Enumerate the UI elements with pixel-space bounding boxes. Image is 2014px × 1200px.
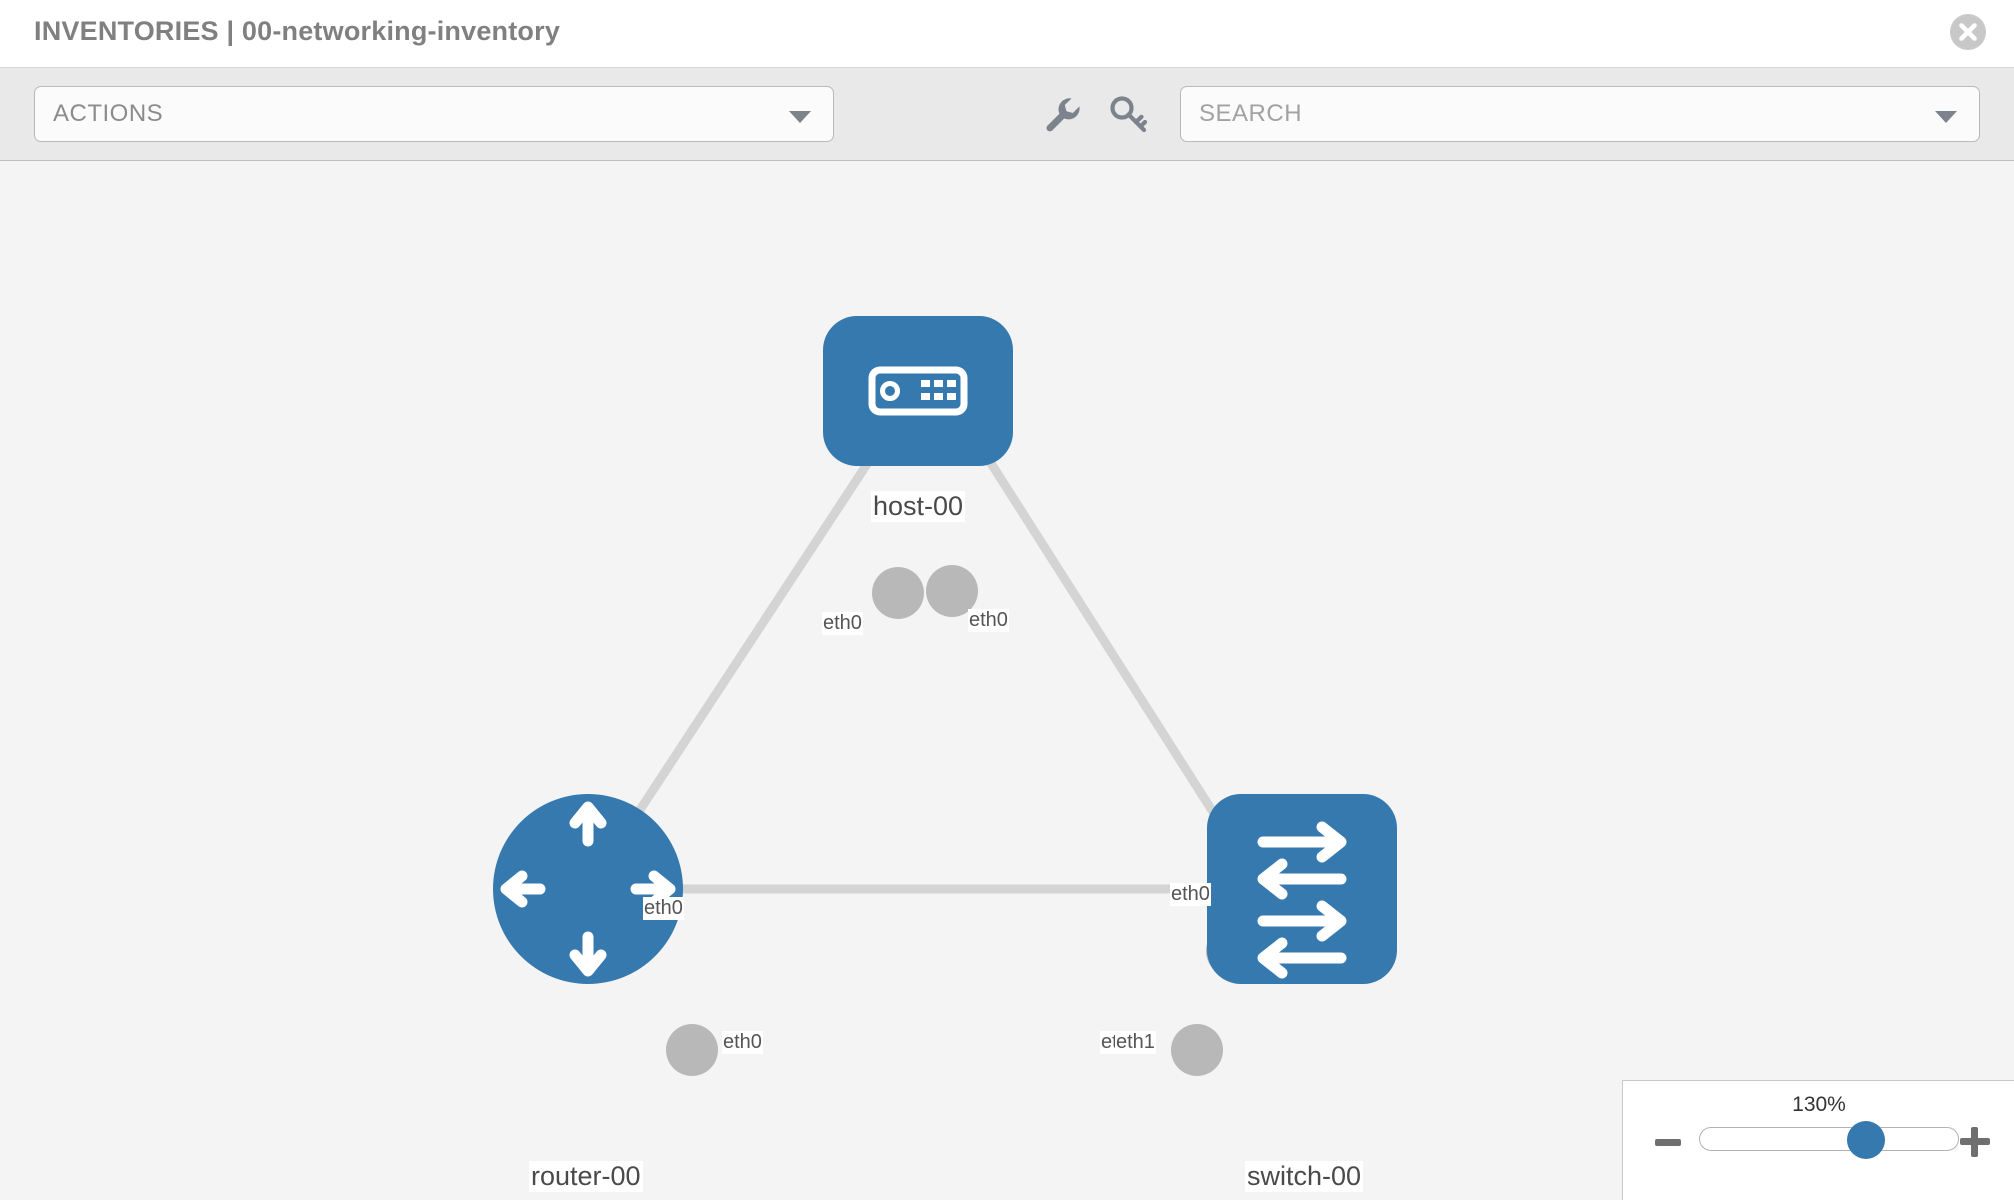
wrench-icon bbox=[1046, 98, 1080, 132]
toolbar: ACTIONS SEARCH bbox=[0, 68, 2014, 161]
connector-host-right[interactable] bbox=[926, 565, 978, 617]
node-router-00[interactable] bbox=[493, 794, 683, 984]
server-icon bbox=[868, 366, 968, 416]
router-arrows-icon bbox=[500, 801, 676, 977]
edge-label-switch-eth0-north: eth0 bbox=[1170, 883, 1211, 906]
actions-dropdown-label: ACTIONS bbox=[53, 100, 164, 127]
zoom-slider-thumb[interactable] bbox=[1846, 1121, 1885, 1159]
chevron-down-icon bbox=[789, 111, 811, 123]
edge-label-router-eth0-east: eth0 bbox=[722, 1031, 763, 1054]
search-input[interactable]: SEARCH bbox=[1180, 86, 1980, 142]
node-label-router-00: router-00 bbox=[529, 1161, 643, 1192]
node-host-00[interactable] bbox=[823, 316, 1013, 466]
search-placeholder: SEARCH bbox=[1199, 100, 1303, 127]
key-button[interactable] bbox=[1105, 90, 1153, 138]
node-label-host-00: host-00 bbox=[871, 491, 966, 522]
node-switch-00[interactable] bbox=[1207, 794, 1397, 984]
connector-router-east[interactable] bbox=[666, 1024, 718, 1076]
node-label-switch-00: switch-00 bbox=[1245, 1161, 1364, 1192]
wrench-button[interactable] bbox=[1038, 90, 1086, 138]
close-icon bbox=[1959, 23, 1977, 41]
topology-graph bbox=[493, 316, 1397, 1076]
actions-dropdown[interactable]: ACTIONS bbox=[34, 86, 834, 142]
zoom-slider-track[interactable] bbox=[1699, 1121, 1959, 1159]
topology-canvas[interactable]: host-00 router-00 switch-00 eth0 eth0 et… bbox=[0, 161, 2014, 1200]
zoom-control: 130% bbox=[1622, 1080, 2014, 1200]
zoom-in-button[interactable] bbox=[1960, 1127, 1990, 1157]
page-header: INVENTORIES | 00-networking-inventory bbox=[0, 0, 2014, 68]
edge-router-host[interactable] bbox=[584, 388, 919, 892]
zoom-out-button[interactable] bbox=[1655, 1139, 1681, 1146]
page-title: INVENTORIES | 00-networking-inventory bbox=[34, 16, 561, 46]
switch-arrows-icon bbox=[1257, 821, 1347, 979]
edge-host-switch[interactable] bbox=[941, 388, 1266, 892]
connector-host-left[interactable] bbox=[872, 567, 924, 619]
edge-label-switch-eth1: eth1 bbox=[1115, 1031, 1156, 1054]
close-button[interactable] bbox=[1950, 14, 1986, 50]
key-icon bbox=[1110, 96, 1148, 133]
edge-label-router-eth0-north: eth0 bbox=[643, 897, 684, 920]
zoom-level-value: 130% bbox=[1792, 1093, 1846, 1116]
edge-label-host-eth0-left: eth0 bbox=[822, 612, 863, 635]
connector-switch-west[interactable] bbox=[1171, 1024, 1223, 1076]
edge-label-host-eth0-right: eth0 bbox=[968, 609, 1009, 632]
chevron-down-icon bbox=[1935, 111, 1957, 123]
